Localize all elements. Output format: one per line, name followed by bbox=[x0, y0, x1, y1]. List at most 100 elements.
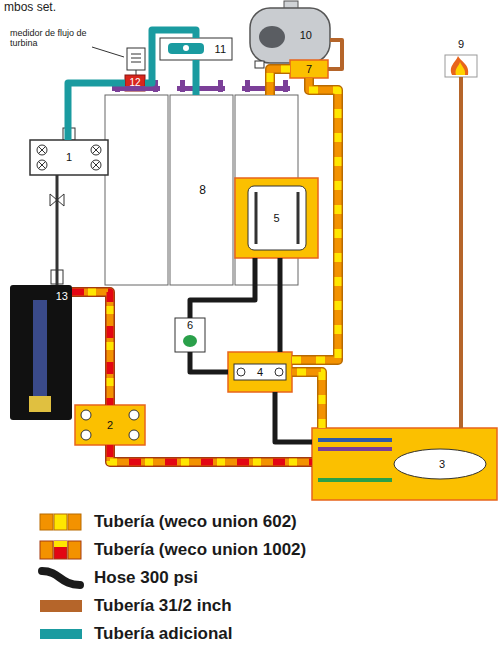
storage-tank: 10 bbox=[250, 8, 330, 63]
legend-row: Tubería adicional bbox=[38, 622, 233, 646]
pipe-connector bbox=[110, 445, 312, 462]
pipe-stroke bbox=[68, 83, 125, 140]
pipe-stroke bbox=[275, 392, 312, 442]
callout-number: 6 bbox=[187, 320, 193, 331]
pump-unit bbox=[175, 318, 205, 352]
manifold-box: 7 bbox=[290, 60, 328, 78]
callout-number: 2 bbox=[107, 420, 113, 431]
callout-number: 3 bbox=[439, 459, 445, 470]
pipe-stroke bbox=[292, 372, 322, 428]
pipe-stroke bbox=[278, 258, 283, 352]
manifold-box: 2 bbox=[75, 405, 145, 445]
pipe-connector bbox=[190, 352, 228, 372]
legend-swatch bbox=[38, 594, 84, 618]
pipe-stroke bbox=[56, 175, 59, 285]
meter-box: 12 bbox=[125, 75, 145, 91]
legend-swatch-color bbox=[40, 600, 82, 612]
pipe-connector bbox=[275, 392, 312, 442]
legend-text: Tubería 31/2 inch bbox=[94, 596, 232, 616]
legend-row: Tubería 31/2 inch bbox=[38, 594, 232, 618]
pipe-stroke bbox=[270, 69, 290, 95]
pipe-stroke bbox=[110, 445, 312, 462]
legend-row: Tubería (weco union 1002) bbox=[38, 538, 306, 562]
pipe-stroke bbox=[270, 69, 290, 95]
legend-row: Hose 300 psi bbox=[38, 566, 198, 590]
callout-number: 5 bbox=[273, 213, 279, 224]
flare: 9 bbox=[445, 55, 477, 77]
pipe-connector bbox=[328, 40, 342, 69]
pump-skid bbox=[160, 38, 232, 60]
legend-text: Tubería (weco union 1002) bbox=[94, 540, 306, 560]
choke-manifold: 1 bbox=[30, 140, 108, 175]
legend-swatch bbox=[38, 510, 84, 534]
pipe-connector bbox=[196, 60, 197, 95]
pipe-stroke bbox=[190, 258, 255, 318]
instrument-label: medidor de flujo de turbina bbox=[10, 28, 90, 49]
pipe-connector bbox=[190, 258, 255, 318]
pipe-stroke bbox=[72, 292, 110, 405]
legend-swatch bbox=[38, 566, 84, 590]
pipe-stroke bbox=[292, 78, 338, 360]
pipe-stroke bbox=[292, 78, 338, 360]
callout-number: 9 bbox=[458, 39, 464, 50]
pipe-stroke bbox=[72, 292, 110, 405]
callout-number: 4 bbox=[257, 367, 263, 378]
manifold-box bbox=[290, 60, 328, 78]
pipe-stroke bbox=[193, 60, 200, 95]
pipe-stroke bbox=[72, 292, 110, 405]
callout-number: 10 bbox=[300, 30, 312, 41]
pipe-stroke bbox=[110, 445, 312, 462]
separator-panel: 5 bbox=[235, 178, 318, 258]
pipe-connector bbox=[292, 78, 338, 360]
legend-text: Hose 300 psi bbox=[94, 568, 198, 588]
pump-skid: 11 bbox=[160, 38, 232, 60]
separator-vessel: 3 bbox=[312, 428, 497, 500]
legend-swatch bbox=[38, 538, 84, 562]
legend-text: Tubería adicional bbox=[94, 624, 233, 644]
pipe-stroke bbox=[145, 30, 196, 83]
pipe-stroke bbox=[110, 445, 312, 462]
separator-vessel bbox=[312, 428, 497, 500]
manifold-box bbox=[228, 352, 292, 392]
manifold-box bbox=[75, 405, 145, 445]
pipe-stroke bbox=[270, 69, 290, 95]
pipe-connector bbox=[145, 30, 196, 83]
pipe-connector bbox=[461, 77, 462, 428]
wellbore: 13 bbox=[10, 285, 72, 420]
callout-number: 12 bbox=[129, 78, 140, 88]
pipe-stroke bbox=[292, 372, 322, 428]
pump-unit: 6 bbox=[175, 318, 205, 352]
pipe-stroke bbox=[292, 78, 338, 360]
callout-number: 11 bbox=[215, 44, 226, 55]
wellbore bbox=[10, 285, 72, 420]
choke-manifold bbox=[30, 128, 108, 284]
flare bbox=[445, 55, 477, 77]
callout-number: 13 bbox=[56, 291, 68, 302]
separator-panel bbox=[235, 178, 318, 258]
legend-text: Tubería (weco union 602) bbox=[94, 512, 297, 532]
pipe-connector bbox=[68, 83, 125, 140]
pipe-connector bbox=[72, 292, 110, 405]
pipe-stroke bbox=[72, 292, 110, 405]
pipe-stroke bbox=[190, 352, 228, 372]
pipe-stroke bbox=[292, 372, 322, 428]
legend-swatch-color bbox=[40, 629, 82, 639]
pipe-stroke bbox=[459, 77, 463, 428]
callout-number: 7 bbox=[306, 64, 312, 75]
manifold-box: 4 bbox=[228, 352, 292, 392]
callout-number: 8 bbox=[199, 184, 206, 196]
pipe-stroke bbox=[328, 40, 342, 69]
pipe-connector bbox=[292, 372, 322, 428]
tank-group: 8 bbox=[105, 95, 300, 285]
storage-tank bbox=[250, 1, 330, 68]
pipe-connector bbox=[280, 258, 281, 352]
pipe-connector bbox=[57, 175, 58, 285]
callout-number: 1 bbox=[66, 152, 72, 163]
pipe-stroke bbox=[110, 445, 312, 462]
legend-row: Tubería (weco union 602) bbox=[38, 510, 297, 534]
turbine-meter bbox=[92, 47, 145, 75]
pipe-connector bbox=[270, 69, 290, 95]
cropped-caption: mbos set. bbox=[4, 1, 56, 15]
legend-swatch bbox=[38, 622, 84, 646]
